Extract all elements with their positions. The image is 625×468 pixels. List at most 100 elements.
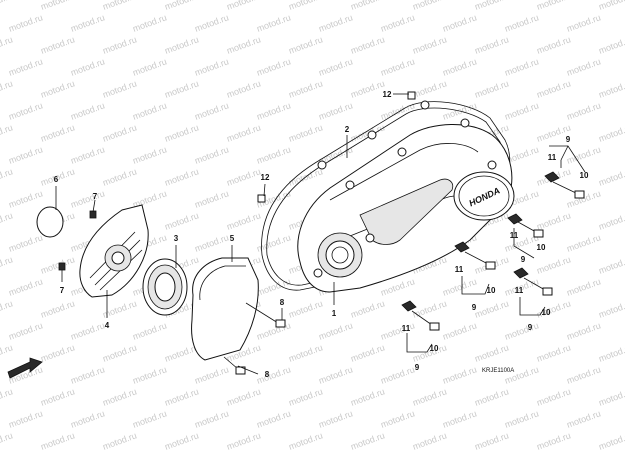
watermark-text: motod.ru — [565, 144, 602, 166]
watermark-text: motod.ru — [69, 56, 106, 78]
watermark-text: motod.ru — [597, 298, 625, 320]
watermark-text: motod.ru — [101, 386, 138, 408]
watermark-text: motod.ru — [255, 320, 292, 342]
watermark-text: motod.ru — [101, 34, 138, 56]
watermark-text: motod.ru — [597, 430, 625, 452]
watermark-text: motod.ru — [473, 342, 510, 364]
watermark-text: motod.ru — [287, 0, 324, 12]
watermark-text: motod.ru — [131, 12, 168, 34]
watermark-text: motod.ru — [255, 408, 292, 430]
watermark-text: motod.ru — [473, 34, 510, 56]
watermark-text: motod.ru — [225, 210, 262, 232]
o-ring — [36, 206, 64, 238]
watermark-text: motod.ru — [503, 12, 540, 34]
callout-10-c: 10 — [487, 286, 496, 295]
watermark-text: motod.ru — [535, 386, 572, 408]
bearing-boss-inner — [325, 240, 355, 270]
callout-9-d: 9 — [528, 323, 533, 332]
watermark-text: motod.ru — [225, 166, 262, 188]
watermark-text: motod.ru — [317, 320, 354, 342]
watermark-text: motod.ru — [565, 12, 602, 34]
watermark-text: motod.ru — [441, 364, 478, 386]
watermark-text: motod.ru — [597, 342, 625, 364]
watermark-text: motod.ru — [0, 0, 14, 12]
watermark-text: motod.ru — [565, 100, 602, 122]
watermark-text: motod.ru — [39, 0, 76, 12]
watermark-text: motod.ru — [349, 298, 386, 320]
plate-cover-edge — [199, 265, 246, 301]
oil-seal-hole — [154, 272, 176, 302]
watermark-text: motod.ru — [597, 210, 625, 232]
watermark-text: motod.ru — [411, 78, 448, 100]
callout-9-e: 9 — [415, 363, 420, 372]
watermark-text: motod.ru — [411, 386, 448, 408]
watermark-text: motod.ru — [255, 144, 292, 166]
watermark-text: motod.ru — [193, 408, 230, 430]
watermark-text: motod.ru — [441, 276, 478, 298]
watermark-text: motod.ru — [411, 0, 448, 12]
plate-cover — [191, 257, 259, 361]
watermark-text: motod.ru — [379, 408, 416, 430]
watermark-text: motod.ru — [39, 78, 76, 100]
watermark-text: motod.ru — [7, 56, 44, 78]
watermark-text: motod.ru — [131, 100, 168, 122]
watermark-text: motod.ru — [535, 342, 572, 364]
watermark-text: motod.ru — [7, 144, 44, 166]
watermark-text: motod.ru — [565, 408, 602, 430]
watermark-text: motod.ru — [287, 122, 324, 144]
watermark-text: motod.ru — [163, 210, 200, 232]
callout-2: 2 — [345, 125, 350, 134]
watermark-text: motod.ru — [69, 144, 106, 166]
callout-11-b: 11 — [510, 231, 519, 240]
bearing-boss-hole — [331, 246, 349, 264]
callout-12-left: 12 — [261, 173, 270, 182]
watermark-text: motod.ru — [39, 298, 76, 320]
watermark-text: motod.ru — [287, 386, 324, 408]
watermark-text: motod.ru — [69, 12, 106, 34]
bolt-group-right — [223, 171, 585, 375]
watermark-text: motod.ru — [69, 320, 106, 342]
watermark-text: motod.ru — [597, 34, 625, 56]
watermark-text: motod.ru — [225, 78, 262, 100]
watermark-text: motod.ru — [193, 144, 230, 166]
watermark-text: motod.ru — [597, 386, 625, 408]
watermark-text: motod.ru — [7, 408, 44, 430]
watermark-text: motod.ru — [193, 364, 230, 386]
watermark-text: motod.ru — [163, 386, 200, 408]
watermark-text: motod.ru — [131, 408, 168, 430]
watermark-text: motod.ru — [7, 100, 44, 122]
watermark-text: motod.ru — [225, 430, 262, 452]
watermark-text: motod.ru — [39, 254, 76, 276]
watermark-text: motod.ru — [255, 12, 292, 34]
watermark-text: motod.ru — [225, 0, 262, 12]
watermark-text: motod.ru — [101, 122, 138, 144]
callout-10-a: 10 — [580, 171, 589, 180]
watermark-text: motod.ru — [0, 430, 14, 452]
watermark-text: motod.ru — [0, 34, 14, 56]
callout-11-a: 11 — [548, 153, 557, 162]
watermark-text: motod.ru — [0, 342, 14, 364]
watermark-text: motod.ru — [131, 56, 168, 78]
watermark-text: motod.ru — [69, 364, 106, 386]
crankcase-cover-rib — [329, 143, 479, 201]
watermark-text: motod.ru — [349, 342, 386, 364]
watermark-text: motod.ru — [0, 166, 14, 188]
watermark-text: motod.ru — [317, 56, 354, 78]
watermark-text: motod.ru — [39, 430, 76, 452]
watermark-text: motod.ru — [69, 188, 106, 210]
watermark-text: motod.ru — [193, 56, 230, 78]
callout-9-a: 9 — [566, 135, 571, 144]
front-arrow — [7, 357, 43, 379]
cover-bolt-holes — [313, 100, 497, 278]
watermark-text: motod.ru — [597, 0, 625, 12]
watermark-text: motod.ru — [163, 122, 200, 144]
watermark-text: motod.ru — [349, 0, 386, 12]
watermark-text: motod.ru — [411, 298, 448, 320]
watermark-text: motod.ru — [287, 298, 324, 320]
watermark-text: motod.ru — [193, 12, 230, 34]
watermark-text: motod.ru — [101, 0, 138, 12]
watermark-text: motod.ru — [317, 408, 354, 430]
watermark-text: motod.ru — [473, 386, 510, 408]
watermark-text: motod.ru — [39, 122, 76, 144]
